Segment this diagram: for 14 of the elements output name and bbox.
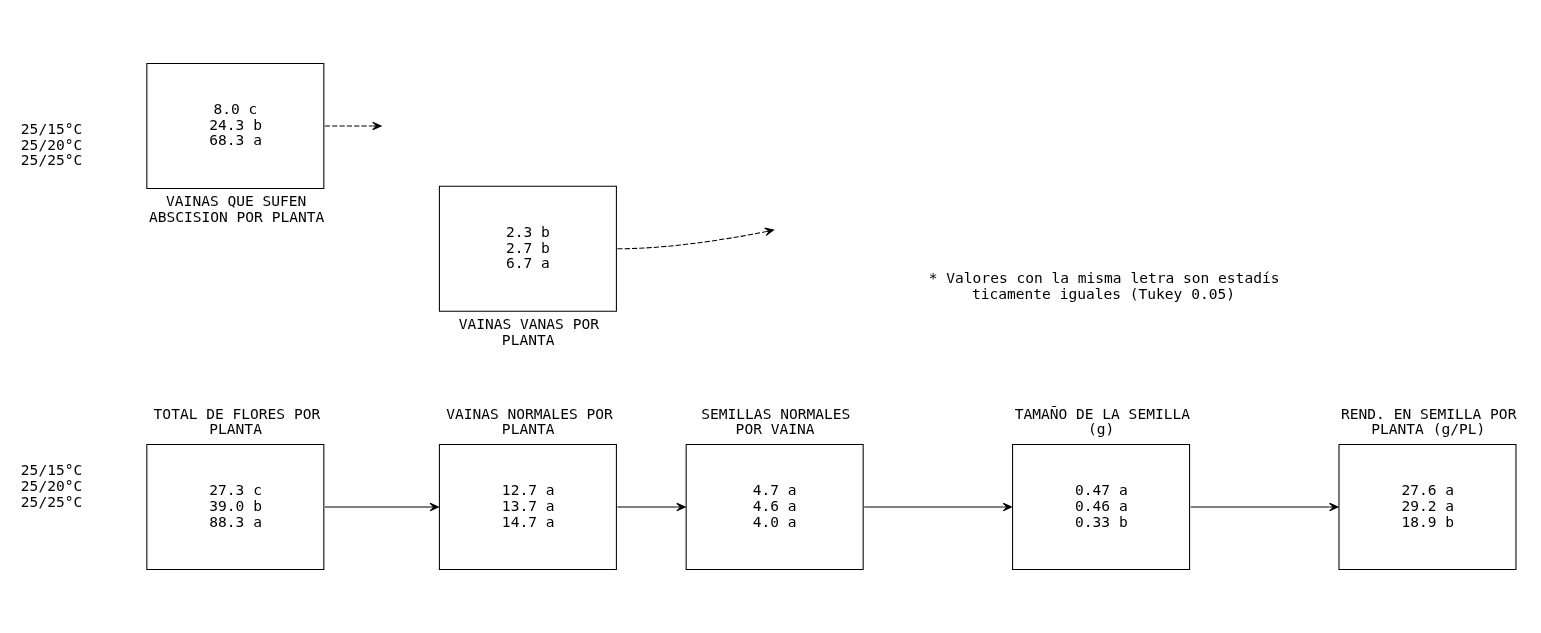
node-label: REND. EN SEMILLA POR PLANTA (g/PL) (1341, 404, 1517, 438)
node-label: VAINAS QUE SUFEN ABSCISION POR PLANTA (148, 192, 325, 225)
label: 25/25°C (20, 151, 83, 169)
label: 25/20°C (20, 477, 83, 495)
node-label: TAMAÑO DE LA SEMILLA (g) (1014, 404, 1191, 438)
label: 25/15°C (20, 119, 83, 137)
label: * Valores con la misma letra son estadís ticamente iguales (Tukey 0.05) (928, 269, 1280, 303)
label: 25/20°C (20, 135, 83, 153)
node-label: VAINAS VANAS POR PLANTA (458, 315, 599, 348)
node-label: TOTAL DE FLORES POR PLANTA (153, 404, 321, 438)
node-label: VAINAS NORMALES POR PLANTA (446, 404, 613, 438)
node-label: SEMILLAS NORMALES POR VAINA (701, 404, 851, 438)
label: 25/25°C (20, 492, 83, 510)
label: 25/15°C (20, 461, 83, 479)
